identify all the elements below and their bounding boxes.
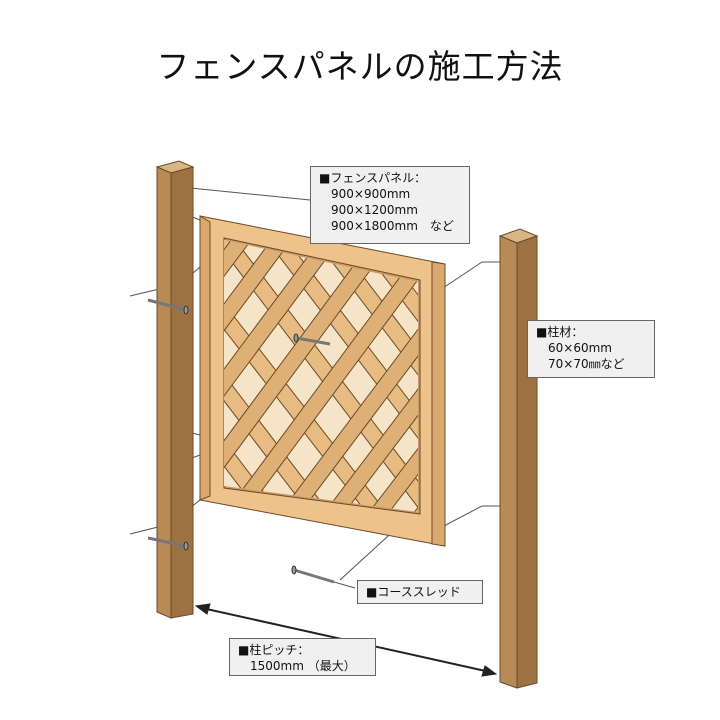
- callout-fence-panel: ■フェンスパネル： 900×900mm 900×1200mm 900×1800m…: [310, 166, 470, 244]
- callout-post-size-2: 70×70㎜など: [548, 357, 625, 371]
- screws: [147, 298, 335, 584]
- callout-fence-panel-heading: ■フェンスパネル：: [319, 171, 427, 185]
- screw-upper-left: [147, 298, 189, 315]
- panel-frame-right-shade: [431, 261, 446, 547]
- left-post: [155, 160, 195, 619]
- callout-fence-panel-size-3: 900×1800mm など: [331, 219, 454, 233]
- screw-panel-mid: [293, 333, 331, 346]
- panel-frame-left-shade: [199, 215, 211, 501]
- leader-panel-top: [189, 187, 311, 201]
- right-post-front: [499, 235, 518, 689]
- callout-fence-panel-size-1: 900×900mm: [331, 187, 411, 201]
- callout-post: ■柱材： 60×60mm 70×70㎜など: [527, 320, 655, 378]
- callout-fence-panel-size-2: 900×1200mm: [331, 203, 418, 217]
- left-post-side: [170, 166, 194, 619]
- screw-loose: [291, 565, 335, 584]
- callout-post-pitch: ■柱ピッチ： 1500mm （最大）: [229, 638, 376, 676]
- callout-post-pitch-value: 1500mm （最大）: [250, 659, 356, 673]
- arrowhead-right: [481, 665, 498, 677]
- arrowhead-left: [194, 603, 211, 615]
- page-title: フェンスパネルの施工方法: [156, 47, 564, 86]
- callout-post-pitch-heading: ■柱ピッチ：: [238, 643, 310, 657]
- right-post-side: [516, 235, 538, 689]
- screw-lower-left: [147, 536, 189, 551]
- left-post-front: [156, 166, 172, 619]
- callout-post-size-1: 60×60mm: [548, 341, 612, 355]
- callout-screw-heading: ■コーススレッド: [366, 585, 461, 599]
- callout-post-heading: ■柱材：: [536, 325, 584, 339]
- right-post: [498, 228, 539, 689]
- callout-screw: ■コーススレッド: [357, 580, 483, 604]
